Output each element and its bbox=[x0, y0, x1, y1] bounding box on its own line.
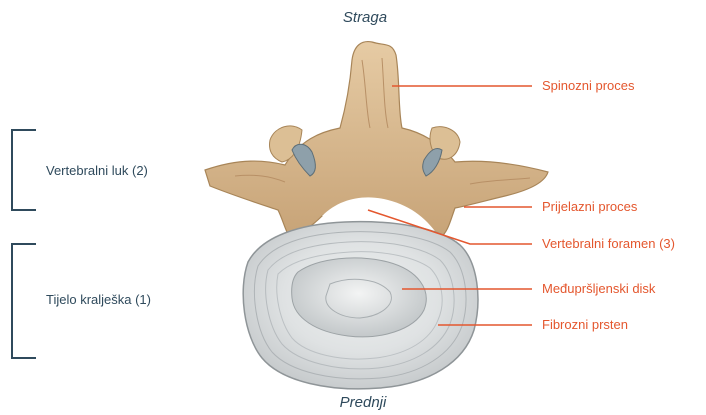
label-vertebral-foramen: Vertebralni foramen (3) bbox=[542, 236, 675, 251]
orientation-bottom-label: Prednji bbox=[318, 394, 408, 411]
bracket-vertebral-body bbox=[12, 244, 36, 358]
label-intervertebral-disc: Međupršljenski disk bbox=[542, 281, 655, 296]
label-transverse-process: Prijelazni proces bbox=[542, 199, 637, 214]
label-annulus-fibrosus: Fibrozni prsten bbox=[542, 317, 628, 332]
label-vertebral-body: Tijelo kralješka (1) bbox=[46, 292, 151, 307]
intervertebral-disc-shape bbox=[243, 222, 478, 389]
label-vertebral-arch: Vertebralni luk (2) bbox=[46, 163, 148, 178]
label-spinous-process: Spinozni proces bbox=[542, 78, 635, 93]
bracket-vertebral-arch bbox=[12, 130, 36, 210]
orientation-top-label: Straga bbox=[320, 9, 410, 26]
